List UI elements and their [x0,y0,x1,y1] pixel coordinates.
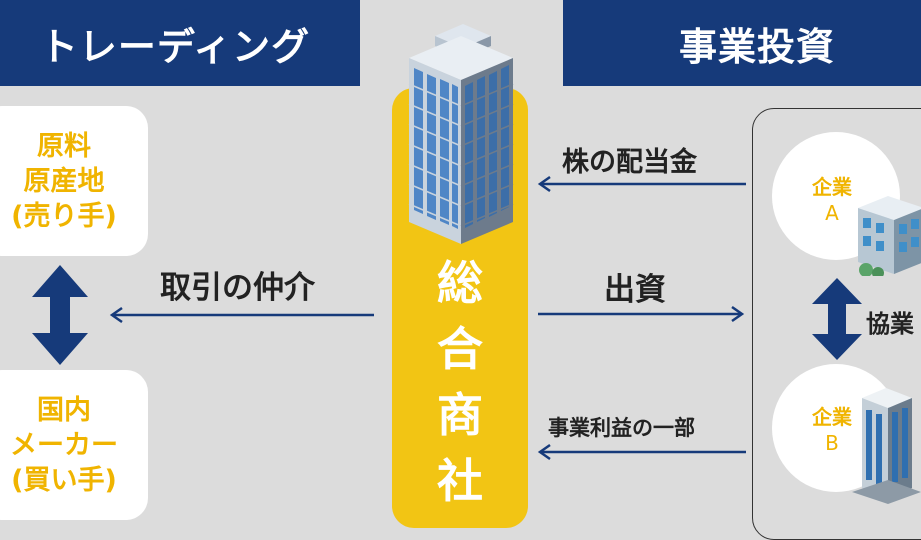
buyer-line2: メーカー [10,429,118,461]
trading-header-text: トレーディング [39,24,311,69]
company-b-label: 企業 B [796,404,868,456]
buyer-line3: (買い手) [11,464,117,496]
tower-building-icon [408,24,514,244]
trade-double-arrow-icon [32,265,88,365]
profit-share-arrow-icon [537,443,746,461]
company-b-line2: B [825,431,839,455]
supplier-line3: (売り手) [11,200,117,232]
buyer-line1: 国内 [37,394,91,426]
pillar-char-1: 総 [437,256,483,310]
profit-share-label: 事業利益の一部 [548,416,695,440]
company-a-label: 企業 A [796,174,868,226]
company-b-line1: 企業 [812,405,852,429]
pillar-char-3: 商 [437,388,483,442]
mediation-arrow-icon [109,306,374,324]
company-a-line1: 企業 [812,175,852,199]
collaboration-label: 協業 [866,310,914,338]
pillar-char-4: 社 [437,454,483,508]
company-b-building-icon [852,388,921,504]
company-a-building-icon [858,196,921,276]
investment-label: 出資 [604,272,666,308]
collaboration-double-arrow-icon [812,278,862,360]
trading-header: トレーディング [0,0,360,86]
supplier-line2: 原産地 [23,165,105,197]
dividend-arrow-icon [537,175,746,193]
investment-arrow-icon [538,305,745,323]
investment-header: 事業投資 [563,0,921,86]
sogo-shosha-label: 総 合 商 社 [392,250,528,514]
mediation-label: 取引の仲介 [160,270,315,306]
supplier-card: 原料 原産地 (売り手) [0,106,148,256]
company-a-line2: A [825,201,839,225]
dividend-label: 株の配当金 [562,147,697,178]
pillar-char-2: 合 [437,322,483,376]
supplier-line1: 原料 [37,130,91,162]
investment-header-text: 事業投資 [678,24,835,69]
buyer-card: 国内 メーカー (買い手) [0,370,148,520]
